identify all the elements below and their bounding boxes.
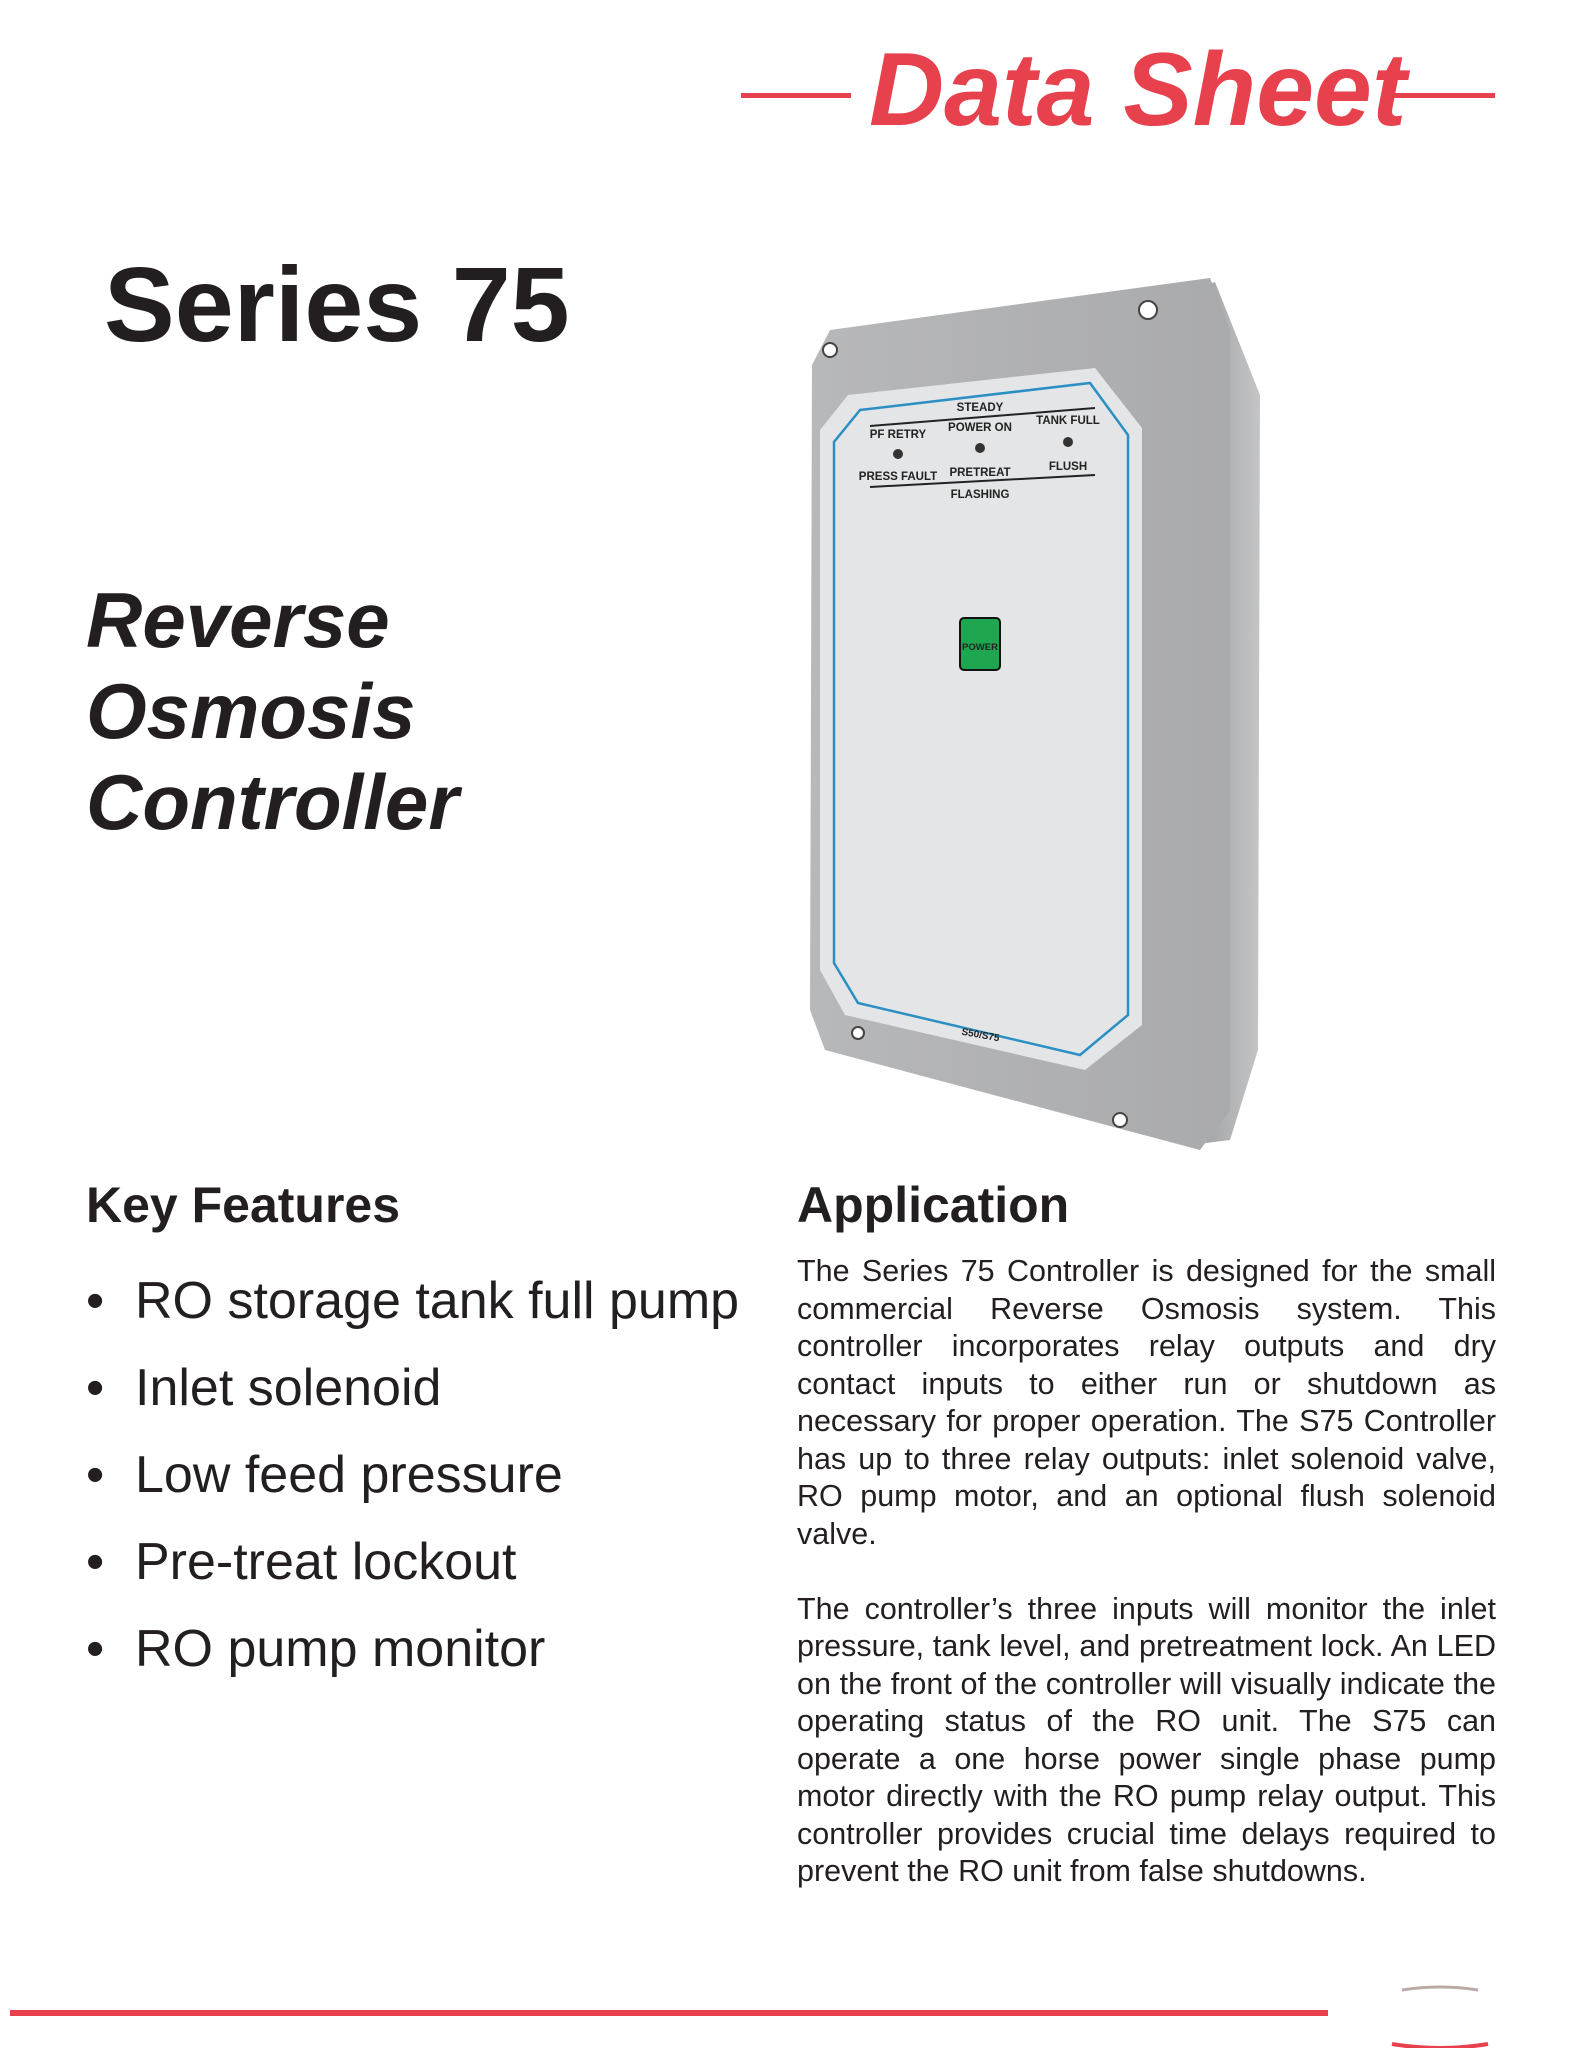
header-title: Data Sheet (869, 32, 1407, 148)
key-features-heading: Key Features (86, 1177, 401, 1233)
application-heading: Application (797, 1177, 1070, 1233)
mount-hole-icon (1112, 1112, 1128, 1128)
feature-text: Inlet solenoid (135, 1359, 442, 1417)
label-tank-full: TANK FULL (1036, 415, 1100, 427)
bullet-icon: • (86, 1446, 105, 1504)
bullet-icon: • (86, 1620, 105, 1678)
header-rule-right (1391, 93, 1495, 98)
list-item: • Inlet solenoid (86, 1345, 739, 1432)
led-power-on (975, 443, 985, 453)
mount-hole-icon (851, 1026, 865, 1040)
label-steady: STEADY (957, 402, 1004, 414)
power-button (959, 617, 1001, 671)
label-pretreat: PRETREAT (949, 467, 1010, 479)
label-press-fault: PRESS FAULT (859, 471, 937, 483)
mount-hole-icon (1138, 300, 1158, 320)
bullet-icon: • (86, 1359, 105, 1417)
product-subtitle: Reverse Osmosis Controller (86, 575, 459, 848)
label-pf-retry: PF RETRY (870, 429, 927, 441)
feature-text: Pre-treat lockout (135, 1533, 517, 1591)
feature-text: RO pump monitor (135, 1620, 546, 1678)
front-label (820, 368, 1142, 1070)
subtitle-line: Controller (86, 758, 459, 846)
application-paragraph: The Series 75 Controller is designed for… (797, 1254, 1496, 1551)
bullet-icon: • (86, 1272, 105, 1330)
footer-logo-fragment (1391, 1985, 1489, 2048)
list-item: • RO storage tank full pump (86, 1258, 739, 1345)
data-sheet-header: Data Sheet (741, 30, 1495, 150)
key-features-list: • RO storage tank full pump • Inlet soleno… (86, 1258, 739, 1693)
label-flashing: FLASHING (951, 489, 1010, 501)
footer-rule (10, 2010, 1328, 2016)
product-series: Series 75 (104, 246, 570, 364)
label-flush: FLUSH (1049, 461, 1087, 473)
bullet-icon: • (86, 1533, 105, 1591)
led-pf-retry (893, 449, 903, 459)
list-item: • Low feed pressure (86, 1432, 739, 1519)
feature-text: RO storage tank full pump (135, 1272, 740, 1330)
subtitle-line: Reverse (86, 576, 390, 664)
application-paragraph: The controller’s three inputs will monit… (797, 1591, 1496, 1889)
list-item: • RO pump monitor (86, 1606, 739, 1693)
label-border (832, 381, 1130, 1057)
power-button-label: POWER (962, 642, 998, 653)
list-item: • Pre-treat lockout (86, 1519, 739, 1606)
application-body: The Series 75 Controller is designed for… (797, 1253, 1496, 1928)
header-rule-left (741, 93, 851, 98)
mount-hole-icon (822, 342, 838, 358)
led-tank-full (1063, 437, 1073, 447)
subtitle-line: Osmosis (86, 667, 416, 755)
label-power-on: POWER ON (948, 422, 1012, 434)
feature-text: Low feed pressure (135, 1446, 563, 1504)
controller-product-image: STEADY PF RETRY POWER ON TANK FULL PRESS… (810, 278, 1260, 1150)
